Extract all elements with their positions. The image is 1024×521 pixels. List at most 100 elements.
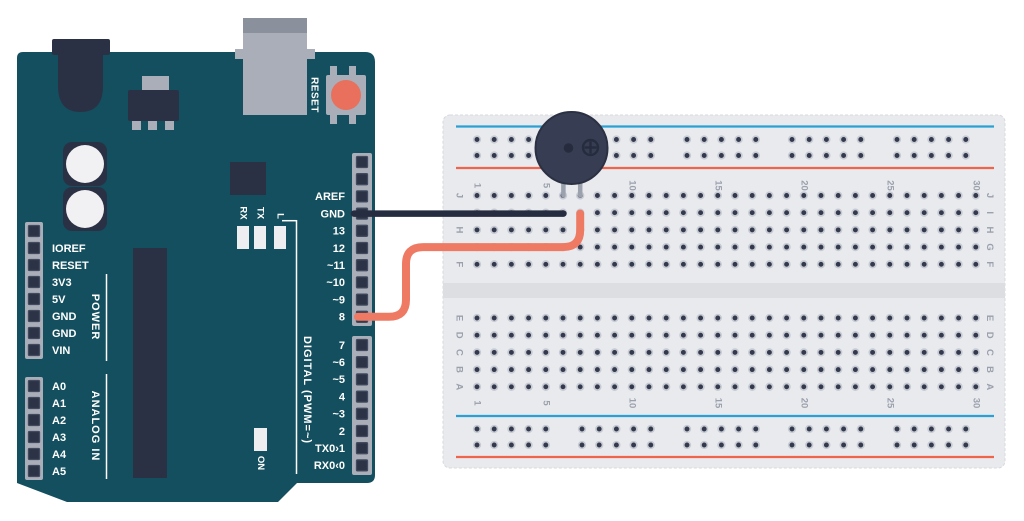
breadboard-hole: [507, 191, 516, 200]
breadboard-label: 20: [798, 180, 809, 191]
breadboard-hole: [799, 365, 808, 374]
breadboard-hole: [816, 260, 826, 269]
breadboard-hole: [937, 242, 946, 252]
breadboard-hole: [679, 365, 688, 374]
pin-label: ~5: [332, 374, 345, 386]
breadboard-hole: [612, 135, 621, 144]
breadboard-hole: [902, 260, 912, 269]
breadboard-hole: [679, 242, 688, 252]
breadboard-hole: [734, 151, 743, 160]
breadboard-hole: [765, 313, 774, 323]
breadboard-hole: [662, 365, 671, 374]
breadboard-hole: [524, 225, 533, 235]
breadboard-hole: [644, 242, 654, 252]
pin-label: A0: [52, 381, 66, 393]
breadboard-hole: [971, 225, 980, 235]
breadboard-hole: [961, 440, 970, 450]
breadboard-hole: [541, 365, 550, 374]
breadboard-hole: [834, 242, 843, 252]
breadboard-hole: [799, 208, 808, 217]
breadboard-hole: [961, 151, 970, 160]
breadboard-hole: [682, 151, 692, 160]
breadboard-hole: [920, 348, 929, 357]
breadboard-hole: [696, 208, 705, 217]
breadboard-hole: [644, 331, 654, 340]
breadboard-hole: [961, 135, 970, 144]
breadboard-hole: [868, 191, 877, 200]
pin-label: A5: [52, 466, 66, 478]
breadboard-hole: [472, 382, 482, 391]
breadboard-hole: [782, 313, 791, 323]
breadboard-hole: [816, 225, 826, 235]
on-led: [254, 428, 267, 451]
breadboard-hole: [971, 313, 980, 323]
breadboard-hole: [834, 313, 843, 323]
breadboard-hole: [765, 208, 774, 217]
breadboard-hole: [937, 208, 946, 217]
breadboard-hole: [507, 225, 516, 235]
breadboard-hole: [713, 382, 722, 391]
header-pin: [27, 447, 41, 461]
breadboard-hole: [507, 348, 516, 357]
breadboard-hole: [679, 260, 688, 269]
breadboard-label: C: [454, 349, 465, 356]
breadboard-hole: [472, 260, 482, 269]
breadboard-hole: [593, 225, 602, 235]
pin-label: 7: [339, 340, 345, 352]
breadboard-hole: [834, 191, 843, 200]
breadboard-hole: [834, 382, 843, 391]
breadboard-label: E: [984, 315, 995, 321]
breadboard-hole: [541, 313, 550, 323]
digital-header-strip-bottom: [352, 336, 372, 475]
breadboard-hole: [679, 191, 688, 200]
breadboard-hole: [593, 242, 602, 252]
breadboard-hole: [576, 365, 585, 374]
breadboard-hole: [787, 424, 797, 434]
breadboard-hole: [610, 331, 619, 340]
voltage-regulator: [128, 76, 179, 130]
breadboard-hole: [927, 424, 936, 434]
breadboard-hole: [902, 365, 912, 374]
breadboard-hole: [541, 191, 550, 200]
breadboard-hole: [920, 242, 929, 252]
breadboard-hole: [610, 242, 619, 252]
breadboard-hole: [748, 382, 757, 391]
breadboard-hole: [927, 135, 936, 144]
breadboard-hole: [593, 365, 602, 374]
breadboard-hole: [954, 313, 963, 323]
breadboard-hole: [713, 225, 722, 235]
breadboard-hole: [751, 440, 760, 450]
breadboard-hole: [937, 225, 946, 235]
breadboard-hole: [472, 365, 482, 374]
breadboard-label: 20: [798, 398, 809, 409]
pin-label: A1: [52, 398, 66, 410]
pin-label: IOREF: [52, 243, 86, 255]
breadboard-hole: [490, 382, 499, 391]
breadboard-hole: [610, 348, 619, 357]
pin-label: TX0›1: [315, 443, 345, 455]
breadboard-hole: [610, 382, 619, 391]
breadboard-label: J: [454, 193, 465, 198]
breadboard-hole: [920, 313, 929, 323]
tx-led-label: TX: [255, 207, 266, 220]
breadboard-hole: [834, 225, 843, 235]
breadboard-hole: [662, 242, 671, 252]
breadboard-hole: [748, 242, 757, 252]
breadboard-hole: [627, 331, 636, 340]
pin-label: GND: [52, 311, 77, 323]
breadboard-hole: [730, 382, 740, 391]
breadboard-hole: [927, 151, 936, 160]
breadboard-hole: [507, 365, 516, 374]
breadboard-hole: [507, 313, 516, 323]
breadboard-label: D: [984, 332, 995, 339]
header-pin: [27, 275, 41, 289]
breadboard-hole: [679, 208, 688, 217]
breadboard-hole: [856, 135, 865, 144]
breadboard-hole: [937, 382, 946, 391]
pin-label: VIN: [52, 345, 70, 357]
breadboard-hole: [799, 331, 808, 340]
breadboard-hole: [868, 260, 877, 269]
breadboard-hole: [851, 382, 860, 391]
breadboard-label: A: [454, 383, 465, 390]
